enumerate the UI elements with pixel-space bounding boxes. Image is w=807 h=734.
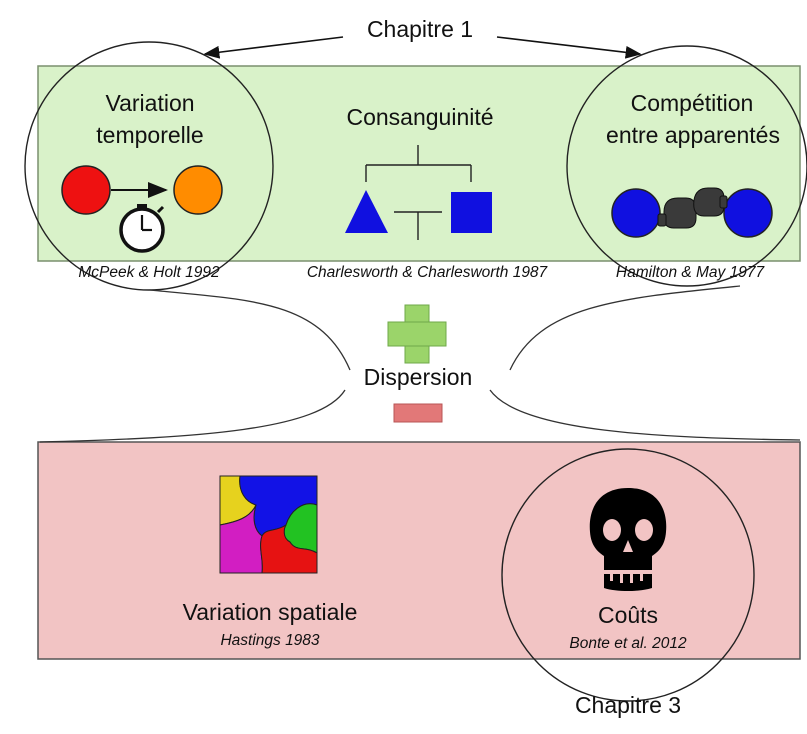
red-circle-icon (61, 165, 111, 215)
funnel-curve-bottom-right (489, 389, 801, 441)
costs-reference: Bonte et al. 2012 (569, 635, 687, 652)
boxing-gloves-icon (657, 187, 728, 229)
skull-eyes (603, 519, 653, 583)
skull-icon (589, 488, 667, 591)
kin-competition-title-line2: entre apparentés (606, 122, 780, 148)
blue-circle-left-icon (611, 188, 661, 238)
patch-mosaic-icon (219, 475, 318, 574)
orange-circle-icon (173, 165, 223, 215)
inbreeding-reference: Charlesworth & Charlesworth 1987 (306, 264, 548, 281)
pedigree-icon (365, 145, 472, 240)
temporal-title-line2: temporelle (96, 122, 204, 148)
funnel-curve-top-left (149, 289, 351, 371)
blue-circle-right-icon (723, 188, 773, 238)
pedigree-triangle-icon (345, 190, 388, 233)
chapter1-arrow-left (203, 36, 344, 59)
kin-competition-title-line1: Compétition (630, 90, 754, 116)
chapter3-circle (501, 448, 755, 702)
chapter1-label: Chapitre 1 (366, 16, 474, 42)
plus-icon (387, 304, 447, 364)
costs-title: Coûts (597, 602, 659, 628)
clock-icon (119, 204, 165, 253)
chapter1-circle-left (24, 41, 274, 291)
chapter1-circle-right (566, 45, 807, 287)
minus-icon (393, 403, 443, 423)
temporal-reference: McPeek & Holt 1992 (78, 264, 220, 281)
funnel-curve-top-right (509, 285, 741, 371)
top-panel (37, 65, 801, 262)
bottom-panel (37, 441, 801, 660)
spatial-reference: Hastings 1983 (220, 632, 320, 649)
temporal-title-line1: Variation (105, 90, 195, 116)
dispersion-label: Dispersion (363, 364, 473, 390)
chapter3-label: Chapitre 3 (574, 692, 682, 718)
chapter1-arrow-right (496, 36, 642, 59)
pedigree-square-icon (451, 192, 492, 233)
inbreeding-title: Consanguinité (346, 104, 494, 130)
spatial-title: Variation spatiale (182, 599, 358, 625)
funnel-curve-bottom-left (39, 389, 346, 443)
kin-competition-reference: Hamilton & May 1977 (615, 264, 765, 281)
